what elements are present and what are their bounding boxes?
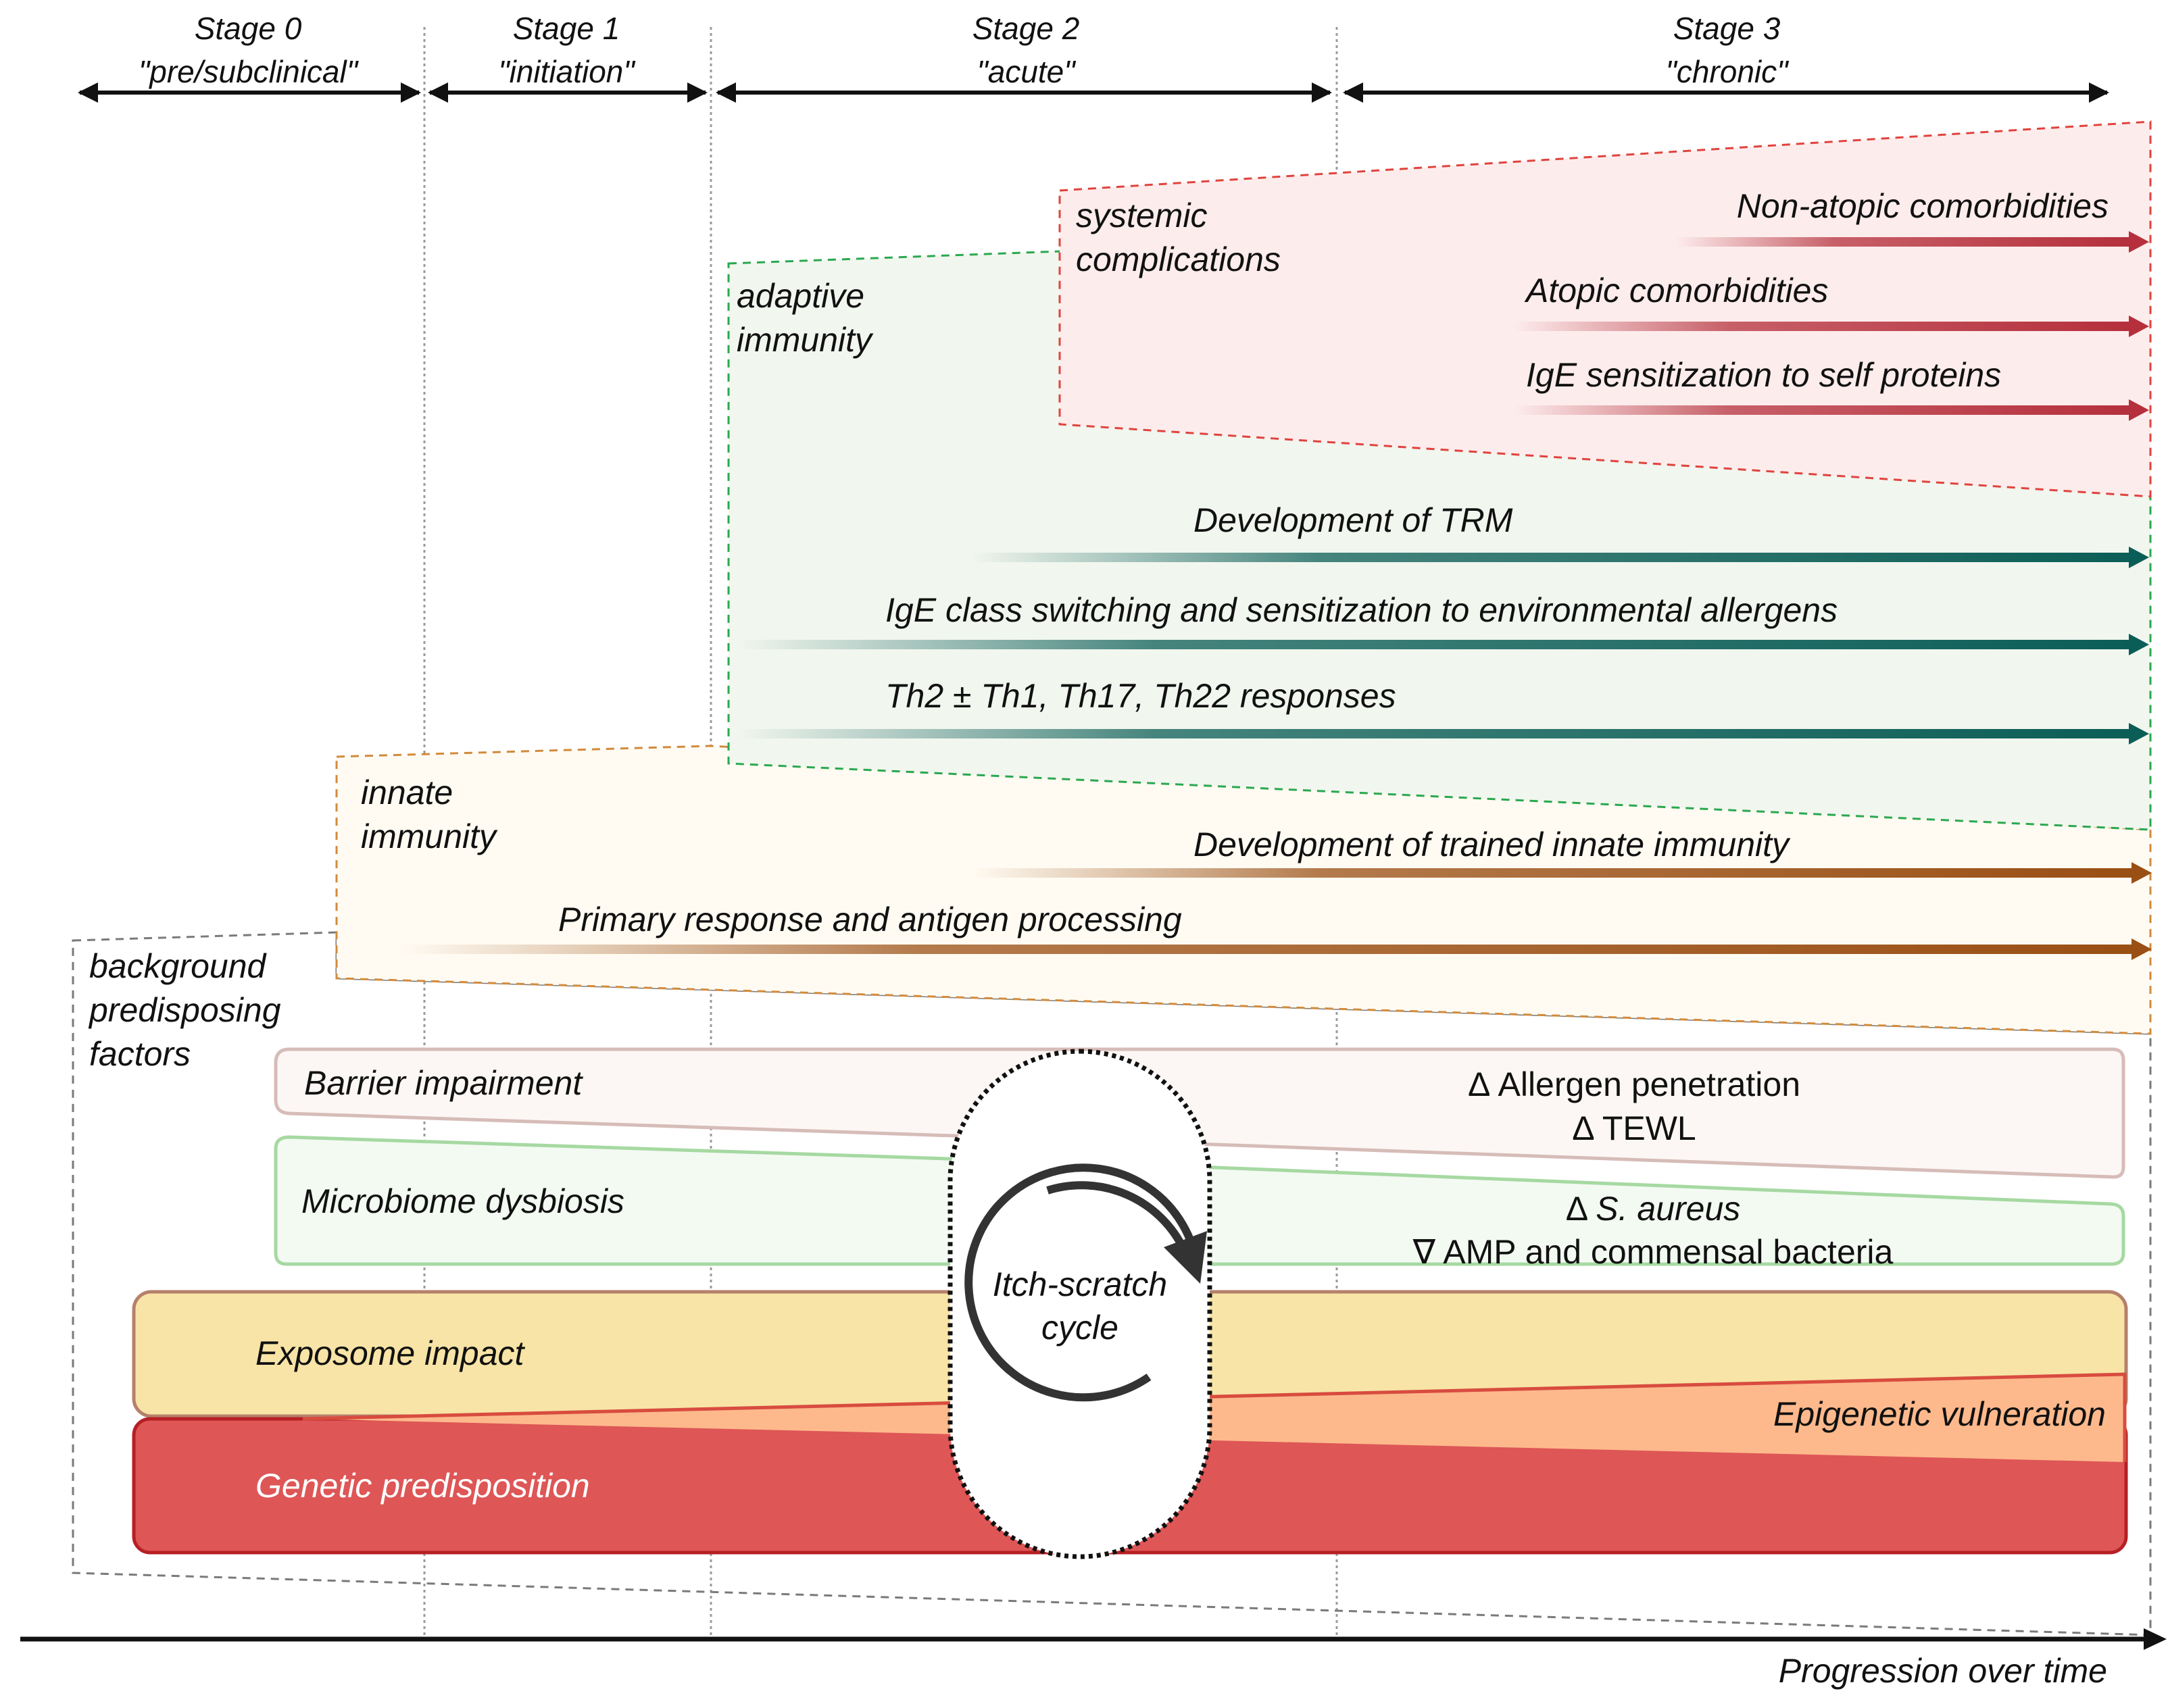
svg-text:complications: complications <box>1076 241 1281 278</box>
adaptive-immunity-title: adaptive immunity <box>737 277 874 359</box>
itch-scratch-label-1: Itch-scratch <box>993 1265 1167 1303</box>
adaptive-arrows: Development of TRM IgE class switching a… <box>738 501 2149 745</box>
th-responses-label: Th2 ± Th1, Th17, Th22 responses <box>885 677 1396 715</box>
th-responses-arrow <box>738 729 2129 738</box>
cycle-arrowhead-icon <box>1164 1231 1207 1284</box>
self-protein-arrowhead <box>2129 399 2149 421</box>
svg-text:innate: innate <box>361 774 453 811</box>
barrier-impairment-band <box>274 1047 2125 1179</box>
svg-text:immunity: immunity <box>737 321 874 359</box>
time-axis-arrowhead <box>2144 1628 2167 1650</box>
ige-switching-arrowhead <box>2129 634 2149 655</box>
allergen-penetration-label: Δ Allergen penetration <box>1468 1065 1800 1103</box>
svg-text:adaptive: adaptive <box>737 277 864 315</box>
primary-response-arrowhead <box>2132 938 2152 960</box>
itch-scratch-pill <box>947 1049 1212 1559</box>
primary-response-arrow <box>399 945 2132 954</box>
systemic-complications-region <box>1058 120 2152 498</box>
stage-header: Stage 0 "pre/subclinical" Stage 1 "initi… <box>139 11 1790 89</box>
stage-1-name: Stage 1 <box>513 11 620 46</box>
th-responses-arrowhead <box>2129 723 2149 745</box>
itch-scratch-label-2: cycle <box>1041 1309 1118 1347</box>
s-aureus-label: Δ S. aureus <box>1566 1190 1741 1228</box>
systemic-arrows: Non-atopic comorbidities Atopic comorbid… <box>1514 187 2149 421</box>
stage-0-label: "pre/subclinical" <box>139 54 360 89</box>
systemic-complications-title: systemic complications <box>1076 197 1281 278</box>
svg-text:predisposing: predisposing <box>88 991 281 1029</box>
stage-2-name: Stage 2 <box>972 11 1080 46</box>
epigenetic-vulneration-label: Epigenetic vulneration <box>1773 1395 2106 1433</box>
amp-commensal-label: ∇ AMP and commensal bacteria <box>1412 1233 1894 1271</box>
self-protein-label: IgE sensitization to self proteins <box>1526 356 2001 394</box>
svg-text:background: background <box>89 947 267 985</box>
primary-response-label: Primary response and antigen processing <box>558 901 1182 938</box>
trained-innate-arrow <box>972 868 2132 878</box>
svg-text:immunity: immunity <box>361 818 498 855</box>
stage-2-label: "acute" <box>977 54 1077 89</box>
genetic-predisposition-label: Genetic predisposition <box>255 1467 590 1505</box>
background-factors-region <box>72 931 2152 1636</box>
innate-immunity-region <box>335 745 2152 1035</box>
stage-0-name: Stage 0 <box>195 11 302 46</box>
microbiome-dysbiosis-label: Microbiome dysbiosis <box>301 1182 624 1220</box>
epigenetic-vulneration-wedge <box>303 1374 2126 1462</box>
trained-innate-label: Development of trained innate immunity <box>1193 826 1791 863</box>
trm-arrowhead <box>2129 547 2149 568</box>
cycle-arrow-curve-icon <box>1046 1181 1188 1252</box>
cycle-arrow-icon <box>964 1163 1202 1402</box>
exposome-impact-label: Exposome impact <box>255 1334 525 1372</box>
non-atopic-label: Non-atopic comorbidities <box>1737 187 2109 225</box>
stage-3-name: Stage 3 <box>1673 11 1781 46</box>
ige-switching-arrow <box>738 640 2129 649</box>
trm-arrow <box>972 553 2129 562</box>
tewl-label: Δ TEWL <box>1572 1109 1696 1147</box>
epigenetic-wedge-edge <box>302 1372 2127 1421</box>
self-protein-arrow <box>1514 405 2129 415</box>
trm-label: Development of TRM <box>1193 501 1513 539</box>
background-factors-title: background predisposing factors <box>88 947 281 1073</box>
svg-text:systemic: systemic <box>1076 197 1207 234</box>
innate-immunity-title: innate immunity <box>361 774 498 855</box>
atopic-arrow <box>1514 322 2129 331</box>
innate-arrows: Development of trained innate immunity P… <box>399 826 2152 960</box>
barrier-impairment-label: Barrier impairment <box>304 1064 583 1102</box>
stage-3-label: "chronic" <box>1666 54 1790 89</box>
atopic-arrowhead <box>2129 316 2149 337</box>
non-atopic-arrowhead <box>2129 231 2149 253</box>
non-atopic-arrow <box>1676 237 2129 247</box>
time-axis-label: Progression over time <box>1779 1652 2107 1690</box>
stage-1-label: "initiation" <box>498 54 636 89</box>
svg-text:factors: factors <box>89 1035 191 1073</box>
atopic-label: Atopic comorbidities <box>1524 272 1828 309</box>
trained-innate-arrowhead <box>2132 862 2152 884</box>
ige-switching-label: IgE class switching and sensitization to… <box>885 591 1838 629</box>
